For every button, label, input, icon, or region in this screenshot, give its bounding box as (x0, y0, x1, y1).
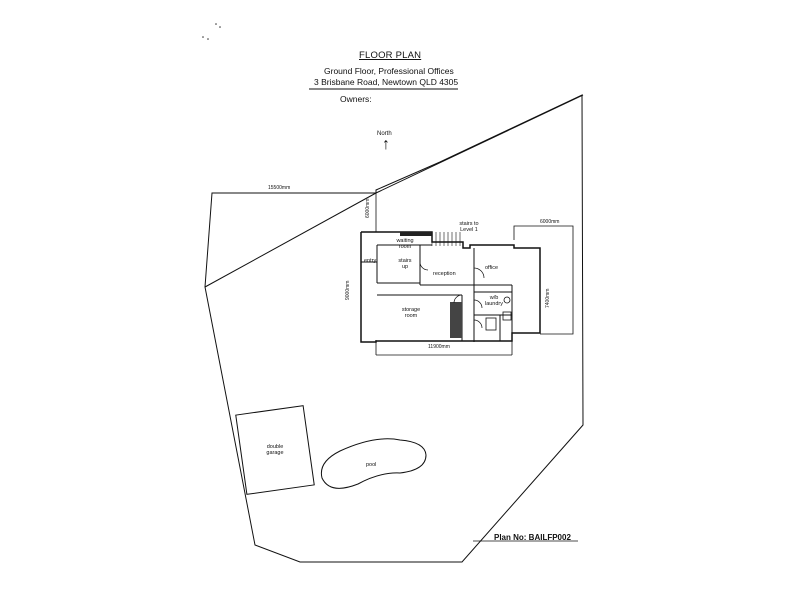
right-setback-line (513, 225, 574, 335)
stair-treads (431, 232, 461, 246)
room-double-garage: double garage (266, 444, 284, 456)
subtitle-line-2: 3 Brisbane Road, Newtown QLD 4305 (314, 77, 459, 87)
double-garage-outline (235, 405, 315, 495)
plan-number: Plan No: BAILFP002 (494, 533, 571, 542)
dim-top-right: 6000mm (540, 219, 560, 225)
hatched-wall-top (400, 232, 432, 236)
north-arrow-icon: ↑ (382, 136, 390, 153)
room-entry: entry (364, 258, 377, 264)
dim-left-vertical: 6000mm (365, 198, 371, 218)
stairs-to-level1-label: stairs to Level 1 (459, 221, 479, 233)
laundry-fixtures (485, 296, 512, 331)
room-waiting: waiting room (396, 238, 414, 250)
plan-title: FLOOR PLAN (359, 50, 422, 61)
scan-specks (202, 23, 221, 40)
pool-outline (320, 438, 427, 489)
dim-top-left: 15500mm (268, 185, 291, 191)
site-boundary (204, 94, 584, 563)
diagonal-boundary (204, 192, 377, 288)
dim-left-building: 9000mm (345, 280, 351, 300)
subtitle-line-1: Ground Floor, Professional Offices (324, 66, 454, 76)
room-stairs-up: stairs up (398, 258, 412, 270)
building-outline (360, 231, 541, 343)
room-office: office (485, 265, 499, 271)
dim-bottom: 11900mm (428, 344, 450, 350)
room-reception: reception (433, 271, 456, 277)
hatched-stair-block (450, 302, 462, 338)
diagonal-boundary-2 (375, 94, 584, 194)
interior-walls (361, 244, 513, 342)
owners-label: Owners: (340, 94, 372, 104)
room-pool: pool (366, 462, 377, 468)
door-swings (419, 261, 485, 329)
room-storage: storage room (401, 307, 421, 319)
north-label: North (377, 131, 392, 137)
room-wb-laundry: w/b laundry (484, 295, 504, 307)
dim-right-building: 7400mm (545, 288, 551, 308)
